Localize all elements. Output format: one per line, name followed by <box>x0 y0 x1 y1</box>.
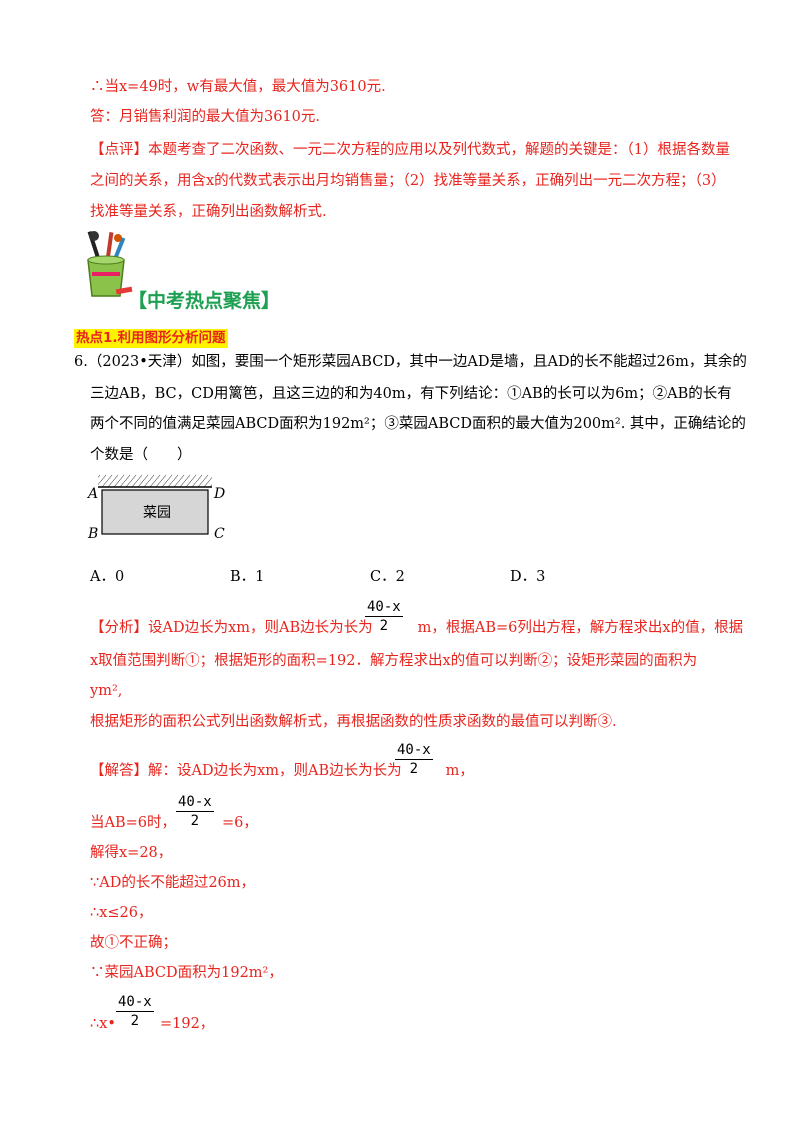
vertex-c: C <box>214 526 225 542</box>
analysis-line-1: 【分析】设AD边长为xm，则AB边长为长为 m，根据AB=6列出方程，解方程求出x… <box>90 618 743 638</box>
garden-figure <box>98 475 212 535</box>
garden-label: 菜园 <box>143 505 171 521</box>
comment-paragraph: 【点评】本题考查了二次函数、一元二次方程的应用以及列代数式，解题的关键是：（1）… <box>90 135 732 228</box>
solution-line-4: ∵AD的长不能超过26m， <box>90 875 256 891</box>
section-heading <box>78 230 398 310</box>
analysis-fraction: 40-x 2 <box>365 598 403 635</box>
problem-line-4: 个数是（ ） <box>90 447 192 463</box>
answer-line: 答：月销售利润的最大值为3610元. <box>90 109 321 125</box>
analysis-text-1: 设AD边长为xm，则AB边长为长为 <box>148 620 373 636</box>
problem-source: （2023•天津） <box>87 354 192 370</box>
problem-line-3: 两个不同的值满足菜园ABCD面积为192m²；③菜园ABCD面积的最大值为200… <box>90 416 746 432</box>
solution-text-2b: =6， <box>222 815 258 831</box>
garden-diagram: A D B C 菜园 <box>86 470 246 550</box>
wall-hatch <box>98 475 212 487</box>
fraction-numerator: 40-x <box>116 994 154 1012</box>
garden-rect <box>101 489 209 535</box>
pencil-cup-icon <box>87 231 133 297</box>
solution-fraction-3: 40-x 2 <box>116 993 154 1030</box>
solution-line-8: ∴x• =192， <box>90 1014 214 1034</box>
solution-fraction-1: 40-x 2 <box>395 741 433 778</box>
problem-line-1: 6.（2023•天津）如图，要围一个矩形菜园ABCD，其中一边AD是墙，且AD的… <box>74 352 747 372</box>
comment-label: 【点评】 <box>90 142 148 158</box>
solution-line-6: 故①不正确； <box>90 935 177 951</box>
vertex-d: D <box>214 486 226 502</box>
fraction-numerator: 40-x <box>176 794 214 812</box>
solution-line-7: ∵菜园ABCD面积为192m²， <box>90 965 283 981</box>
solution-line-1: 【解答】解：设AD边长为xm，则AB边长为长为 m， <box>90 761 474 781</box>
analysis-line-3: ym², <box>90 683 123 699</box>
solution-label: 【解答】 <box>90 763 148 779</box>
option-b[interactable]: B．1 <box>230 569 265 585</box>
fraction-numerator: 40-x <box>365 599 403 617</box>
vertex-a: A <box>88 486 99 502</box>
option-d[interactable]: D．3 <box>510 569 546 585</box>
fraction-denominator: 2 <box>130 1013 140 1029</box>
solution-line-5: ∴x≤26， <box>90 905 153 921</box>
analysis-line-4: 根据矩形的面积公式列出函数解析式，再根据函数的性质求函数的最值可以判断③. <box>90 714 617 730</box>
fraction-denominator: 2 <box>190 813 200 829</box>
comment-text: 本题考查了二次函数、一元二次方程的应用以及列代数式，解题的关键是：（1）根据各数… <box>90 142 730 220</box>
solution-text-2a: 当AB=6时， <box>90 815 177 831</box>
analysis-label: 【分析】 <box>90 620 148 636</box>
problem-line-2: 三边AB，BC，CD用篱笆，且这三边的和为40m，有下列结论：①AB的长可以为6… <box>90 386 732 402</box>
analysis-text-1b: m，根据AB=6列出方程，解方程求出x的值，根据 <box>417 620 744 636</box>
solution-text-1b: m， <box>445 763 474 779</box>
hotspot-label: 热点1.利用图形分析问题 <box>74 329 228 348</box>
problem-number: 6. <box>74 354 88 370</box>
solution-fraction-2: 40-x 2 <box>176 793 214 830</box>
fraction-numerator: 40-x <box>395 742 433 760</box>
solution-text-8a: ∴x• <box>90 1016 116 1032</box>
option-a[interactable]: A．0 <box>90 569 125 585</box>
analysis-line-2: x取值范围判断①；根据矩形的面积=192．解方程求出x的值可以判断②；设矩形菜园… <box>90 653 698 669</box>
conclusion-line: ∴当x=49时，w有最大值，最大值为3610元. <box>90 79 386 95</box>
solution-line-3: 解得x=28， <box>90 845 173 861</box>
solution-line-2: 当AB=6时， =6， <box>90 813 258 833</box>
vertex-b: B <box>88 526 99 542</box>
fraction-denominator: 2 <box>409 761 419 777</box>
option-c[interactable]: C．2 <box>370 569 405 585</box>
problem-text-1: 如图，要围一个矩形菜园ABCD，其中一边AD是墙，且AD的长不能超过26m，其余… <box>191 354 747 370</box>
section-title: 【中考热点聚焦】 <box>128 290 281 312</box>
fraction-denominator: 2 <box>379 618 389 634</box>
solution-text-1: 解：设AD边长为xm，则AB边长为长为 <box>148 763 402 779</box>
solution-text-8b: =192， <box>159 1016 215 1032</box>
